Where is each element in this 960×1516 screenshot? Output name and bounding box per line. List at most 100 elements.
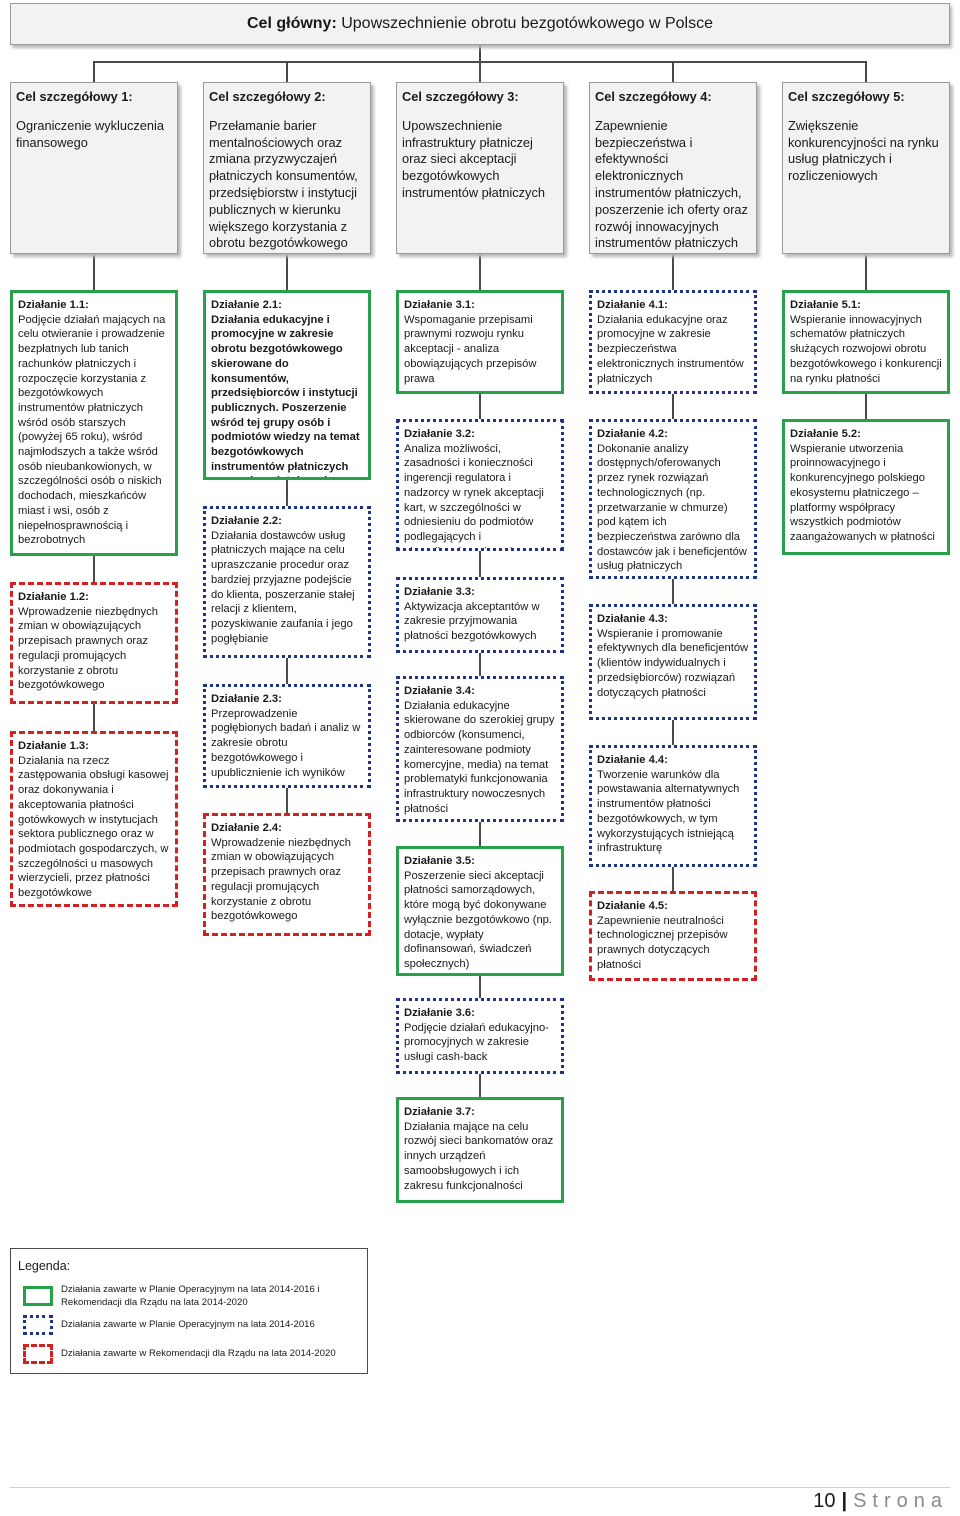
- connector-line: [865, 254, 867, 554]
- connector-line: [286, 61, 288, 82]
- action-box-3-3: Działanie 3.3: Aktywizacja akceptantów w…: [396, 577, 564, 653]
- connector-line: [479, 45, 481, 62]
- action-text: Wspomaganie przepisami prawnymi rozwoju …: [404, 313, 537, 385]
- action-text: Tworzenie warunków dla powstawania alter…: [597, 768, 740, 855]
- goal-box-2: Cel szczegółowy 2: Przełamanie barier me…: [203, 82, 371, 254]
- main-goal-label: Cel główny:: [247, 15, 337, 32]
- connector-line: [93, 254, 95, 904]
- goal-text: Ograniczenie wykluczenia finansowego: [16, 117, 164, 150]
- goal-box-3: Cel szczegółowy 3: Upowszechnienie infra…: [396, 82, 564, 254]
- action-text: Wspieranie innowacyjnych schematów płatn…: [790, 313, 942, 385]
- action-text: Analiza możliwości, zasadności i koniecz…: [404, 442, 545, 548]
- action-box-4-2: Działanie 4.2: Dokonanie analizy dostępn…: [589, 419, 757, 579]
- action-title: Działanie 1.3:: [18, 740, 89, 752]
- action-title: Działanie 4.2:: [597, 428, 668, 440]
- action-text: Dokonanie analizy dostępnych/oferowanych…: [597, 442, 747, 573]
- legend-swatch-green: [23, 1286, 53, 1306]
- action-title: Działanie 2.4:: [211, 822, 282, 834]
- legend: Legenda: Działania zawarte w Planie Oper…: [10, 1248, 368, 1374]
- action-box-5-2: Działanie 5.2: Wspieranie utworzenia pro…: [782, 419, 950, 555]
- action-text: Działania dostawców usług płatniczych ma…: [211, 529, 355, 645]
- footer-rule: [10, 1487, 950, 1488]
- action-box-3-6: Działanie 3.6: Podjęcie działań edukacyj…: [396, 998, 564, 1074]
- action-title: Działanie 5.2:: [790, 428, 861, 440]
- action-box-2-2: Działanie 2.2: Działania dostawców usług…: [203, 506, 371, 658]
- action-title: Działanie 2.2:: [211, 515, 282, 527]
- legend-swatch-blue: [23, 1315, 53, 1335]
- action-box-4-4: Działanie 4.4: Tworzenie warunków dla po…: [589, 745, 757, 867]
- footer-word: Strona: [853, 1490, 948, 1512]
- action-box-3-7: Działanie 3.7: Działania mające na celu …: [396, 1097, 564, 1203]
- goal-text: Przełamanie barier mentalnościowych oraz…: [209, 117, 358, 251]
- action-box-3-1: Działanie 3.1: Wspomaganie przepisami pr…: [396, 290, 564, 394]
- action-box-1-1: Działanie 1.1: Podjęcie działań mających…: [10, 290, 178, 556]
- main-goal-box: Cel główny: Upowszechnienie obrotu bezgo…: [10, 3, 950, 45]
- goal-box-4: Cel szczegółowy 4: Zapewnienie bezpiecze…: [589, 82, 757, 254]
- action-title: Działanie 3.3:: [404, 586, 475, 598]
- main-goal-text: Upowszechnienie obrotu bezgotówkowego w …: [336, 15, 713, 32]
- action-box-3-4: Działanie 3.4: Działania edukacyjne skie…: [396, 676, 564, 822]
- page-number: 10: [813, 1490, 836, 1512]
- action-box-1-2: Działanie 1.2: Wprowadzenie niezbędnych …: [10, 582, 178, 704]
- legend-text-red: Działania zawarte w Rekomendacji dla Rzą…: [61, 1348, 336, 1359]
- action-title: Działanie 2.1:: [211, 299, 282, 311]
- action-title: Działanie 2.3:: [211, 693, 282, 705]
- goal-box-5: Cel szczegółowy 5: Zwiększenie konkurenc…: [782, 82, 950, 254]
- action-text: Działania edukacyjne skierowane do szero…: [404, 699, 555, 815]
- goal-title: Cel szczegółowy 4:: [595, 89, 712, 104]
- legend-title: Legenda:: [18, 1259, 71, 1273]
- action-text: Podjęcie działań mających na celu otwier…: [18, 313, 166, 547]
- goal-box-1: Cel szczegółowy 1: Ograniczenie wyklucze…: [10, 82, 178, 254]
- action-title: Działanie 4.4:: [597, 754, 668, 766]
- action-text: Działania na rzecz zastępowania obsługi …: [18, 754, 169, 900]
- action-title: Działanie 3.1:: [404, 299, 475, 311]
- goal-text: Zapewnienie bezpieczeństwa i efektywnośc…: [595, 117, 748, 251]
- action-title: Działanie 1.2:: [18, 591, 89, 603]
- action-title: Działanie 3.5:: [404, 855, 475, 867]
- action-title: Działanie 3.4:: [404, 685, 475, 697]
- action-text: Wspieranie utworzenia proinnowacyjnego i…: [790, 442, 935, 543]
- action-text: Zapewnienie neutralności technologicznej…: [597, 914, 728, 971]
- action-title: Działanie 3.2:: [404, 428, 475, 440]
- action-text: Działania edukacyjne i promocyjne w zakr…: [211, 313, 360, 477]
- goal-title: Cel szczegółowy 1:: [16, 89, 133, 104]
- action-title: Działanie 4.3:: [597, 613, 668, 625]
- action-title: Działanie 1.1:: [18, 299, 89, 311]
- legend-text-blue: Działania zawarte w Planie Operacyjnym n…: [61, 1319, 315, 1330]
- action-text: Działania edukacyjne oraz promocyjne w z…: [597, 313, 744, 385]
- page-footer: 10|Strona: [813, 1490, 948, 1513]
- action-title: Działanie 3.7:: [404, 1106, 475, 1118]
- action-box-4-1: Działanie 4.1: Działania edukacyjne oraz…: [589, 290, 757, 394]
- action-title: Działanie 4.1:: [597, 299, 668, 311]
- action-text: Działania mające na celu rozwój sieci ba…: [404, 1120, 554, 1192]
- goal-title: Cel szczegółowy 3:: [402, 89, 519, 104]
- action-box-3-5: Działanie 3.5: Poszerzenie sieci akcepta…: [396, 846, 564, 976]
- action-text: Poszerzenie sieci akceptacji płatności s…: [404, 869, 552, 970]
- action-box-5-1: Działanie 5.1: Wspieranie innowacyjnych …: [782, 290, 950, 394]
- goal-text: Upowszechnienie infrastruktury płatnicze…: [402, 117, 545, 200]
- action-box-1-3: Działanie 1.3: Działania na rzecz zastęp…: [10, 731, 178, 907]
- action-title: Działanie 3.6:: [404, 1007, 475, 1019]
- legend-swatch-red: [23, 1344, 53, 1364]
- action-box-2-4: Działanie 2.4: Wprowadzenie niezbędnych …: [203, 813, 371, 936]
- action-box-4-3: Działanie 4.3: Wspieranie i promowanie e…: [589, 604, 757, 720]
- action-text: Podjęcie działań edukacyjno-promocyjnych…: [404, 1021, 549, 1064]
- action-box-4-5: Działanie 4.5: Zapewnienie neutralności …: [589, 891, 757, 981]
- connector-line: [672, 61, 674, 82]
- action-title: Działanie 4.5:: [597, 900, 668, 912]
- action-box-3-2: Działanie 3.2: Analiza możliwości, zasad…: [396, 419, 564, 551]
- action-box-2-3: Działanie 2.3: Przeprowadzenie pogłębion…: [203, 684, 371, 788]
- action-text: Przeprowadzenie pogłębionych badań i ana…: [211, 707, 361, 779]
- action-title: Działanie 5.1:: [790, 299, 861, 311]
- connector-line: [865, 61, 867, 82]
- action-text: Wprowadzenie niezbędnych zmian w obowiąz…: [18, 605, 158, 692]
- connector-line: [93, 61, 95, 82]
- action-text: Wprowadzenie niezbędnych zmian w obowiąz…: [211, 836, 351, 923]
- goal-title: Cel szczegółowy 2:: [209, 89, 326, 104]
- goal-title: Cel szczegółowy 5:: [788, 89, 905, 104]
- connector-line: [479, 61, 481, 82]
- action-text: Wspieranie i promowanie efektywnych dla …: [597, 627, 749, 699]
- legend-text-green: Działania zawarte w Planie Operacyjnym n…: [61, 1284, 320, 1308]
- footer-separator: |: [841, 1490, 848, 1512]
- action-text: Aktywizacja akceptantów w zakresie przyj…: [404, 600, 540, 643]
